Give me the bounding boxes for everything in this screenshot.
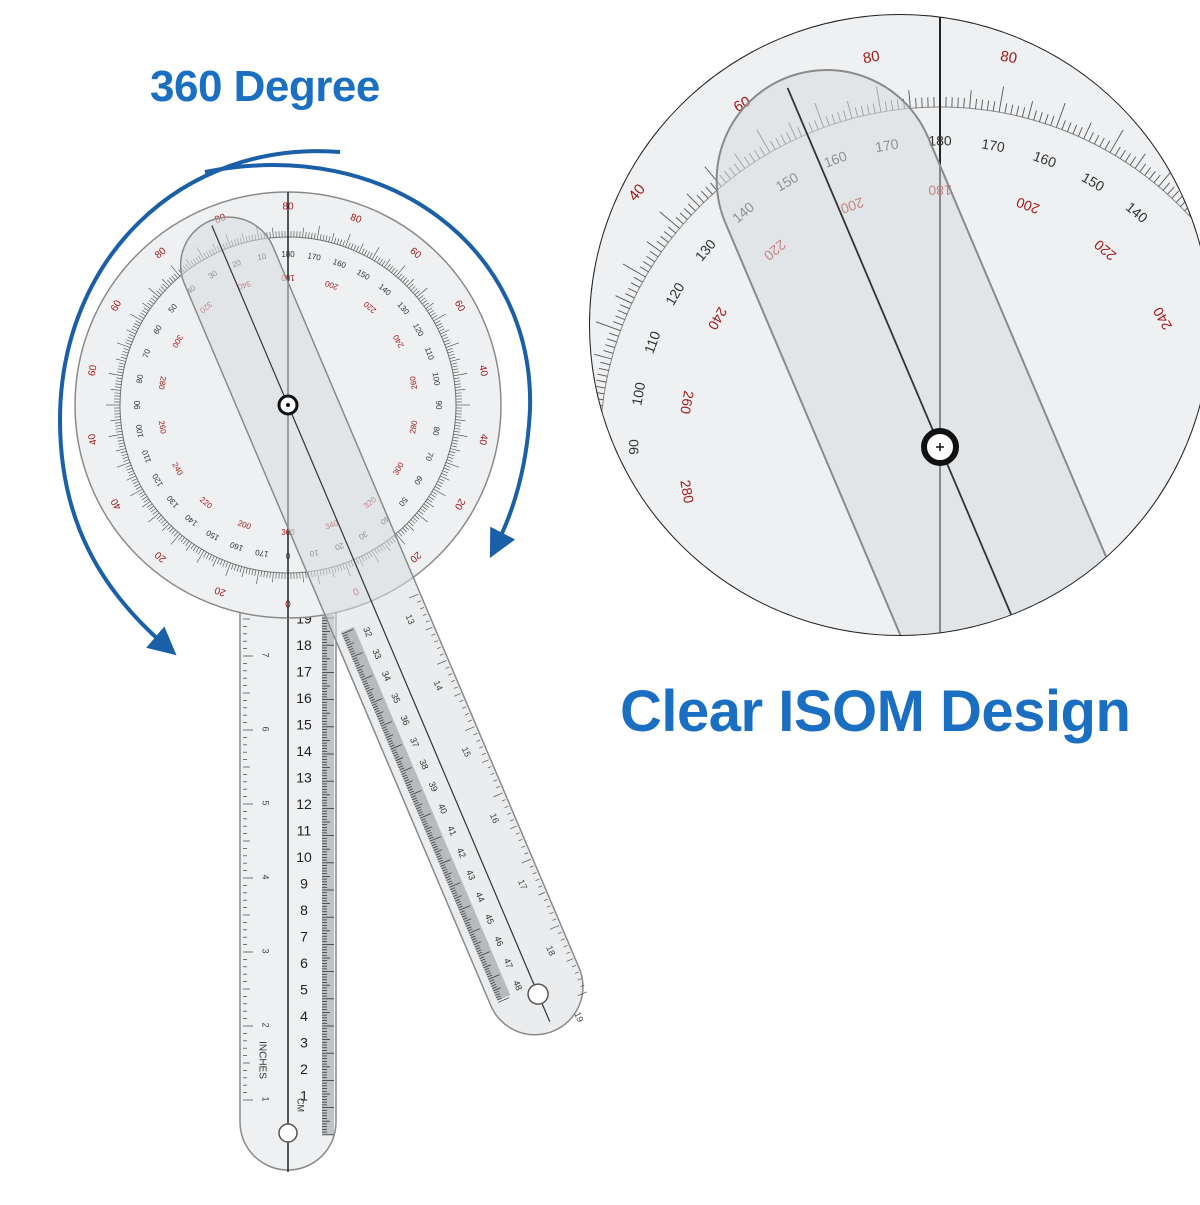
fixed-arm-cm-label: 7 [300,929,308,945]
headline-clear-isom-design: Clear ISOM Design [620,678,1180,758]
degree-tick [922,97,923,107]
dial-inner-label: 90 [434,401,443,410]
fixed-arm-cm-band [322,615,334,1135]
zoom-outer-label: 80 [999,48,1018,68]
fixed-arm-cm-label: 2 [300,1061,308,1077]
fixed-arm-cm-label: 10 [296,849,312,865]
fixed-arm-cm-label: 5 [300,982,308,998]
zoom-outer-label: 20 [557,301,579,322]
fixed-arm-inch-label: 4 [261,874,271,879]
fixed-arm-inch-label: 7 [261,652,271,657]
fixed-arm-cm-label: 13 [296,770,312,786]
fixed-arm-cm-label: 8 [300,902,308,918]
zoom-outer-label: 80 [862,48,881,68]
fixed-arm-cm-label: 17 [296,664,312,680]
zoom-inner-label: 90 [626,439,642,455]
fixed-arm-inch-label: 5 [261,800,271,805]
degree-tick [583,416,601,418]
fixed-arm-cm-label: 11 [297,823,312,839]
fixed-arm-inch-label: 6 [261,726,271,731]
fixed-arm-cm-label: 15 [296,717,312,733]
fixed-arm-cm-label: 18 [296,637,312,653]
degree-tick [1197,217,1200,224]
fixed-arm-cm-label: 9 [300,876,308,892]
fixed-arm-inch-label: 3 [261,948,271,953]
pivot-center [286,403,290,407]
degree-tick [592,410,602,411]
fixed-arm-unit-cm: CM [296,1098,306,1112]
fixed-arm-inch-label: 1 [261,1096,271,1101]
fixed-arm-inch-label: 2 [261,1022,271,1027]
degree-tick [591,423,601,424]
degree-tick [590,429,600,430]
fixed-arm-unit-inches: INCHES [256,1041,267,1079]
degree-tick [591,471,601,472]
degree-tick [1193,213,1200,220]
fixed-arm-cm-label: 6 [300,955,308,971]
headline-360-degree: 360 Degree [150,62,430,126]
degree-tick [958,97,959,107]
fixed-arm-cm-label: 14 [296,743,312,759]
fixed-arm-cm-label: 4 [300,1008,308,1024]
fixed-arm-cm-label: 12 [296,796,312,812]
degree-tick [583,477,601,479]
degree-tick [590,465,600,466]
zoom-outer-label: 0 [536,443,553,451]
fixed-arm-cm-label: 3 [300,1035,308,1051]
fixed-arm-cm-label: 16 [296,690,312,706]
hanging-hole-icon [279,1124,297,1142]
dial-inner-label: 90 [133,400,142,409]
